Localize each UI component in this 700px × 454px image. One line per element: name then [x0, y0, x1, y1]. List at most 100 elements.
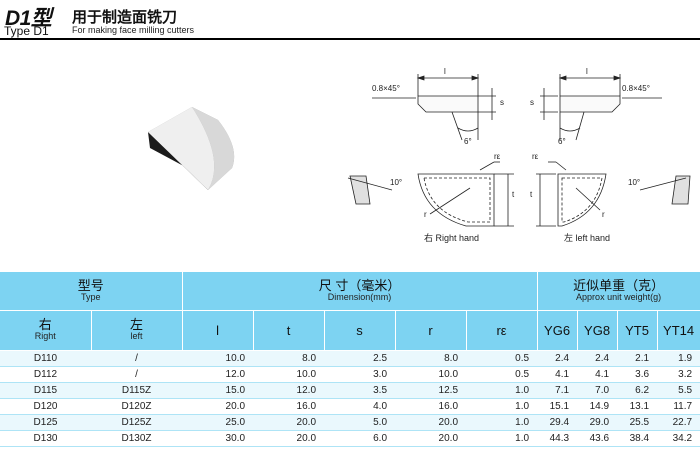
cell-yt5: 2.1	[617, 350, 658, 367]
dim-re-left: rε	[532, 152, 539, 161]
insert-photo	[148, 107, 235, 190]
dimension-group-header: 尺 寸（毫米） Dimension(mm)	[182, 272, 538, 311]
page-header: D1型 用于制造面铣刀 Type D1 For making face mill…	[0, 0, 700, 40]
cell-left: D125Z	[91, 414, 183, 431]
cell-r: 8.0	[395, 350, 467, 367]
type-label: Type D1	[4, 24, 49, 38]
dim-s-left: s	[530, 98, 534, 107]
cell-yg6: 4.1	[537, 366, 578, 383]
cell-yt14: 5.5	[657, 382, 700, 399]
col-header-t: t	[253, 310, 325, 351]
col-header-re: rε	[466, 310, 538, 351]
cell-yt14: 1.9	[657, 350, 700, 367]
angle-10-right: 10°	[390, 178, 403, 187]
cell-right: D110	[0, 350, 91, 367]
cell-re: 0.5	[466, 350, 538, 367]
col-header-yg6: YG6	[537, 310, 578, 351]
cell-yg8: 43.6	[577, 430, 618, 447]
cell-yt5: 13.1	[617, 398, 658, 415]
right-hand-label: 右 Right hand	[424, 233, 480, 243]
cell-s: 6.0	[324, 430, 396, 447]
cell-yt5: 3.6	[617, 366, 658, 383]
angle-6-left: 6°	[558, 137, 566, 146]
cell-l: 30.0	[182, 430, 254, 447]
angle-6-right: 6°	[464, 137, 472, 146]
cell-right: D112	[0, 366, 91, 383]
cell-s: 2.5	[324, 350, 396, 367]
chamfer-label-right: 0.8×45°	[372, 84, 400, 93]
side-view-left	[540, 74, 662, 141]
cell-right: D125	[0, 414, 91, 431]
cell-yg6: 2.4	[537, 350, 578, 367]
cell-re: 1.0	[466, 414, 538, 431]
col-header-s: s	[324, 310, 396, 351]
dim-l-left: l	[586, 67, 588, 76]
cell-r: 10.0	[395, 366, 467, 383]
cell-yg8: 4.1	[577, 366, 618, 383]
cell-yg8: 14.9	[577, 398, 618, 415]
cell-right: D120	[0, 398, 91, 415]
dim-r-left: r	[602, 210, 605, 219]
cell-yt5: 6.2	[617, 382, 658, 399]
cell-t: 10.0	[253, 366, 325, 383]
cell-s: 3.0	[324, 366, 396, 383]
cell-t: 8.0	[253, 350, 325, 367]
cell-yg8: 7.0	[577, 382, 618, 399]
cell-t: 20.0	[253, 430, 325, 447]
dim-t-right: t	[512, 190, 515, 199]
cell-yg6: 7.1	[537, 382, 578, 399]
table-row: D115 D115Z 15.0 12.0 3.5 12.5 1.0 7.1 7.…	[0, 382, 700, 399]
cell-yg6: 44.3	[537, 430, 578, 447]
cell-re: 1.0	[466, 398, 538, 415]
col-header-yg8: YG8	[577, 310, 618, 351]
col-header-yt5: YT5	[617, 310, 658, 351]
right-column-header: 右 Right	[0, 310, 92, 351]
table-row: D112 / 12.0 10.0 3.0 10.0 0.5 4.1 4.1 3.…	[0, 366, 700, 383]
cell-re: 1.0	[466, 430, 538, 447]
title-chinese: 用于制造面铣刀	[72, 9, 178, 26]
cell-left: /	[91, 350, 183, 367]
table-row: D110 / 10.0 8.0 2.5 8.0 0.5 2.4 2.4 2.1 …	[0, 350, 700, 367]
type-code: D1型	[5, 7, 52, 30]
cell-t: 12.0	[253, 382, 325, 399]
cell-left: D120Z	[91, 398, 183, 415]
dim-l-right: l	[444, 67, 446, 76]
col-header-r: r	[395, 310, 467, 351]
cell-left: /	[91, 366, 183, 383]
cell-l: 15.0	[182, 382, 254, 399]
cell-yt14: 34.2	[657, 430, 700, 447]
cell-yt5: 38.4	[617, 430, 658, 447]
cell-l: 12.0	[182, 366, 254, 383]
weight-group-header: 近似单重（克） Approx unit weight(g)	[537, 272, 700, 311]
cell-s: 3.5	[324, 382, 396, 399]
dim-re-right: rε	[494, 152, 501, 161]
dim-r-right: r	[424, 210, 427, 219]
cell-yt5: 25.5	[617, 414, 658, 431]
cell-yt14: 11.7	[657, 398, 700, 415]
cell-s: 4.0	[324, 398, 396, 415]
cell-t: 20.0	[253, 414, 325, 431]
table-row: D125 D125Z 25.0 20.0 5.0 20.0 1.0 29.4 2…	[0, 414, 700, 431]
spec-table: 型号 Type 尺 寸（毫米） Dimension(mm) 近似单重（克） Ap…	[0, 272, 700, 447]
cell-yg8: 29.0	[577, 414, 618, 431]
cell-r: 20.0	[395, 430, 467, 447]
cell-yg6: 15.1	[537, 398, 578, 415]
plan-view-right-hand	[347, 161, 514, 227]
cell-right: D115	[0, 382, 91, 399]
cell-t: 16.0	[253, 398, 325, 415]
cell-left: D115Z	[91, 382, 183, 399]
dim-s-right: s	[500, 98, 504, 107]
cell-yt14: 22.7	[657, 414, 700, 431]
left-column-header: 左 left	[91, 310, 183, 351]
cell-s: 5.0	[324, 414, 396, 431]
header-divider	[0, 38, 700, 40]
cell-re: 0.5	[466, 366, 538, 383]
cell-yg6: 29.4	[537, 414, 578, 431]
cell-yg8: 2.4	[577, 350, 618, 367]
col-header-l: l	[182, 310, 254, 351]
spec-table-container: 型号 Type 尺 寸（毫米） Dimension(mm) 近似单重（克） Ap…	[0, 272, 700, 454]
title-english: For making face milling cutters	[72, 25, 195, 35]
dim-t-left: t	[530, 190, 533, 199]
cell-re: 1.0	[466, 382, 538, 399]
cell-r: 12.5	[395, 382, 467, 399]
